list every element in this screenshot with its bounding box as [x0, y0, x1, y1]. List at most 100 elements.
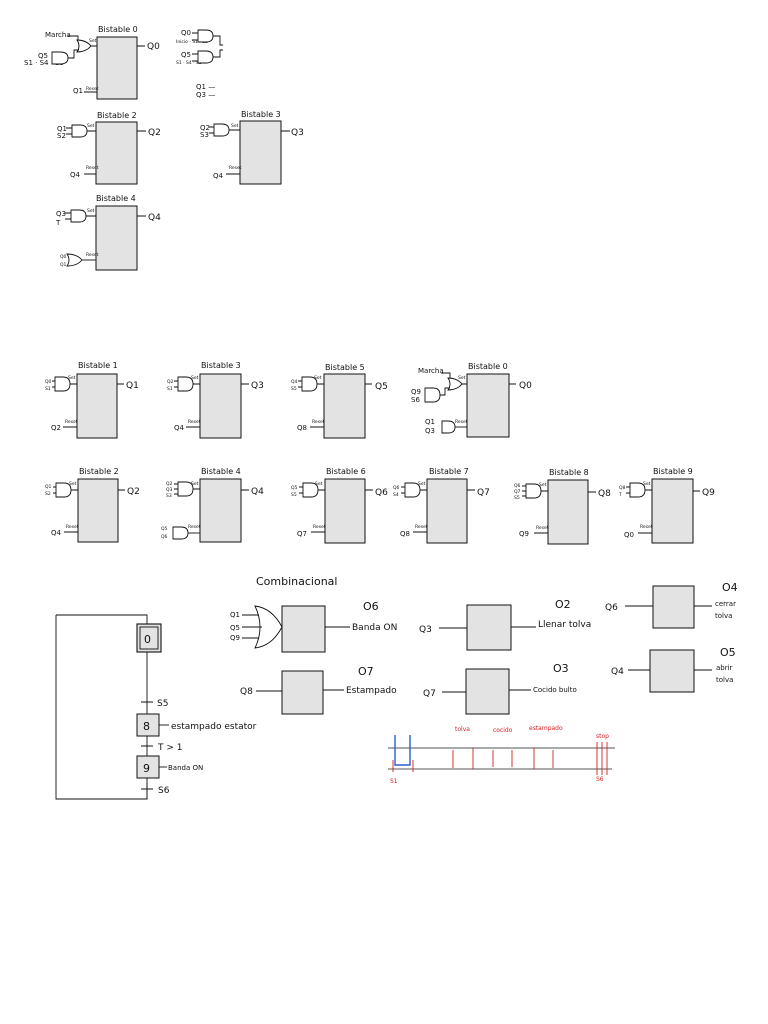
combinational: Combinacional Q1 Q5 Q9 O6 Banda ON Q8 O7… — [230, 575, 738, 715]
signal-label: Q3 — — [196, 91, 215, 99]
reset-input-label: Q5 — [161, 526, 168, 532]
and-gate — [301, 376, 318, 392]
station-label: estampado — [529, 725, 563, 732]
row2-bistable-2: Bistable 2 Set Reset Q1 S2 Q4 Q2 — [45, 467, 140, 543]
and-gate — [424, 387, 441, 403]
reset-input-label: Q4 — [174, 424, 185, 432]
reset-label: Reset — [229, 165, 242, 171]
and-gate — [213, 123, 230, 137]
output-label: Q4 — [148, 213, 161, 223]
reset-input-label: Q6 — [161, 534, 168, 540]
reset-input-label: Q8 — [400, 530, 410, 538]
reset-input-label: Q0 — [60, 254, 67, 260]
reset-input-label: Q3 — [425, 427, 435, 435]
step-number: 9 — [143, 762, 150, 775]
input-label: Q3 — [56, 210, 66, 218]
bistable-title: Bistable 2 — [79, 467, 119, 476]
input-label: S3 — [200, 131, 209, 139]
output-action: Llenar tolva — [538, 620, 591, 630]
input-label: Q6 — [393, 485, 400, 491]
output-action: Cocido bulto — [533, 686, 577, 694]
set-label: Set — [418, 481, 426, 487]
bistable-title: Bistable 9 — [653, 467, 693, 476]
bistable-block — [323, 373, 366, 439]
input-label: Q3 — [166, 487, 173, 493]
reset-input-label: Q8 — [297, 424, 307, 432]
input-label: S5 — [291, 492, 297, 498]
and-gate — [51, 51, 69, 65]
bistable-block — [199, 478, 242, 543]
output-label: Q4 — [251, 487, 264, 497]
signal-label: Q1 — — [196, 83, 215, 91]
output-block — [649, 649, 695, 693]
reset-label: Reset — [65, 419, 78, 425]
row1-bistable-1: Bistable 1 Set Reset Q0 S1 Q2 Q1 — [45, 361, 139, 439]
input-label: S3 — [166, 493, 172, 499]
set-label: Set — [87, 123, 95, 129]
bistable-title: Bistable 1 — [78, 361, 118, 370]
bistable-title: Bistable 4 — [96, 194, 136, 203]
output-label: Q8 — [598, 489, 611, 499]
reset-label: Reset — [188, 419, 201, 425]
station-label: tolva — [455, 726, 470, 733]
output-label: Q3 — [291, 128, 304, 138]
input-label: S5 — [291, 386, 297, 392]
input-label: Q8 — [619, 485, 626, 491]
block-input-label: Q3 — [419, 625, 432, 635]
bistable-title: Bistable 0 — [98, 25, 138, 34]
set-label: Set — [314, 375, 322, 381]
reset-label: Reset — [640, 524, 653, 530]
bistable-title: Bistable 6 — [326, 467, 366, 476]
bistable-block — [76, 373, 118, 439]
sensor-label: S1 — [390, 778, 398, 785]
step-action: estampado estator — [171, 722, 257, 732]
reset-input-label: Q1 — [73, 87, 83, 95]
input-label: S1 — [167, 386, 173, 392]
output-action: Estampado — [346, 686, 397, 696]
bistable-block — [96, 36, 138, 100]
row2-bistable-8: Bistable 8 Set Reset Q6 Q7 S5 Q9 Q8 — [514, 468, 611, 545]
reset-label: Reset — [312, 419, 325, 425]
bistable-block — [199, 373, 242, 439]
section-title: Combinacional — [256, 575, 337, 588]
and-gate — [70, 209, 87, 223]
input-label: Marcha — [45, 31, 71, 39]
gate-input-label: S1 · S4 · S5 — [176, 60, 202, 66]
bistable-title: Bistable 3 — [201, 361, 241, 370]
output-label: Q5 — [375, 382, 388, 392]
row2-bistable-9: Bistable 9 Set Reset Q8 T Q0 Q9 — [618, 467, 715, 544]
block-input-label: Q8 — [240, 687, 253, 697]
bistable-block — [77, 478, 119, 543]
step-number: 8 — [143, 720, 150, 733]
input-label: S1 — [45, 386, 51, 392]
input-label: Q2 — [200, 124, 210, 132]
reset-input-label: Q4 — [213, 172, 224, 180]
and-gate — [197, 50, 214, 64]
output-block — [465, 668, 510, 715]
output-action: tolva — [715, 612, 732, 620]
output-label: Q0 — [147, 42, 160, 52]
station-label: stop — [596, 733, 609, 740]
bistable-block — [95, 121, 138, 185]
and-gate — [197, 29, 214, 43]
bistable-block — [466, 373, 510, 438]
and-gate — [71, 124, 88, 138]
gate-input-label: Q0 — [181, 29, 191, 37]
output-id: O6 — [363, 600, 379, 613]
row1-bistable-0: Bistable 0 Set Reset Marcha Q9 S6 Q1 Q3 … — [411, 362, 532, 438]
or-gate — [66, 253, 83, 267]
and-gate — [525, 483, 542, 499]
output-action: abrir — [716, 664, 733, 672]
and-gate — [172, 526, 189, 540]
output-label: Q2 — [127, 487, 140, 497]
input-label: Q1 — [57, 125, 67, 133]
reset-label: Reset — [188, 524, 201, 530]
gate-input-label: Inicio · S1 · S5 — [176, 39, 208, 45]
bistable-title: Bistable 8 — [549, 468, 589, 477]
reset-input-label: Q0 — [624, 531, 634, 539]
gate-input-label: Q5 — [181, 51, 191, 59]
grafcet: 0 S5 8 estampado estator T > 1 9 Banda O… — [55, 614, 257, 800]
output-block — [281, 670, 324, 715]
bistable-block — [324, 478, 366, 544]
and-gate — [302, 482, 319, 498]
